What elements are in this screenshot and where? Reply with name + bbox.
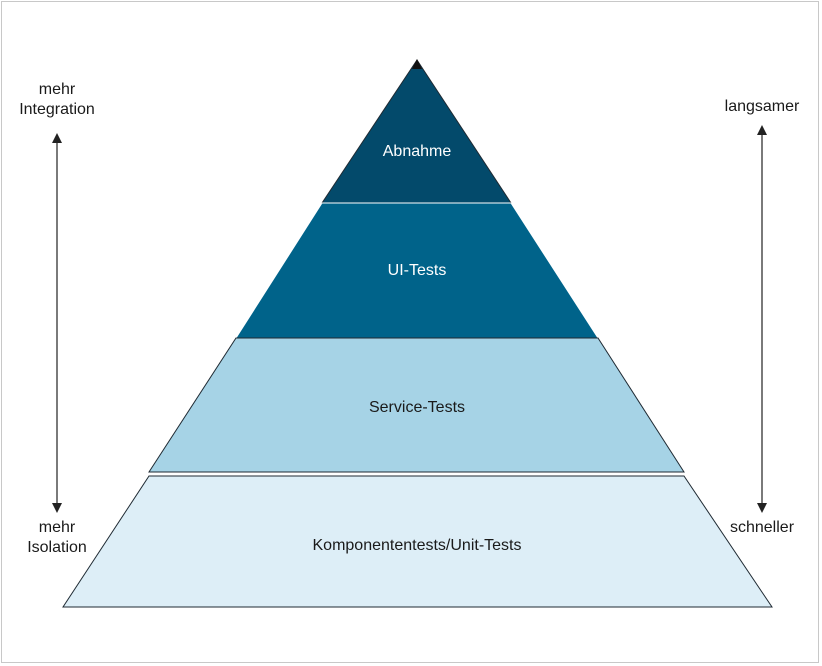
layer-abnahme — [321, 59, 512, 204]
pyramid-apex-icon — [412, 59, 422, 69]
left-bottom-label-line1: mehr — [38, 519, 76, 536]
layer-label-ui-tests: UI-Tests — [388, 262, 447, 279]
left-top-label-line1: mehr — [38, 81, 76, 98]
left-top-label-line2: Integration — [19, 101, 95, 118]
layer-komponententests — [62, 475, 773, 608]
left-bottom-label: mehr Isolation — [5, 518, 109, 558]
left-bottom-label-line2: Isolation — [27, 539, 87, 556]
right-bottom-label: schneller — [729, 519, 795, 536]
layer-label-komponententests: Komponententests/Unit-Tests — [313, 537, 522, 554]
layer-label-abnahme: Abnahme — [383, 143, 452, 160]
right-top-label: langsamer — [724, 98, 800, 115]
layer-label-service-tests: Service-Tests — [369, 399, 465, 416]
layer-service-tests — [148, 337, 685, 473]
left-top-label: mehr Integration — [5, 80, 109, 120]
